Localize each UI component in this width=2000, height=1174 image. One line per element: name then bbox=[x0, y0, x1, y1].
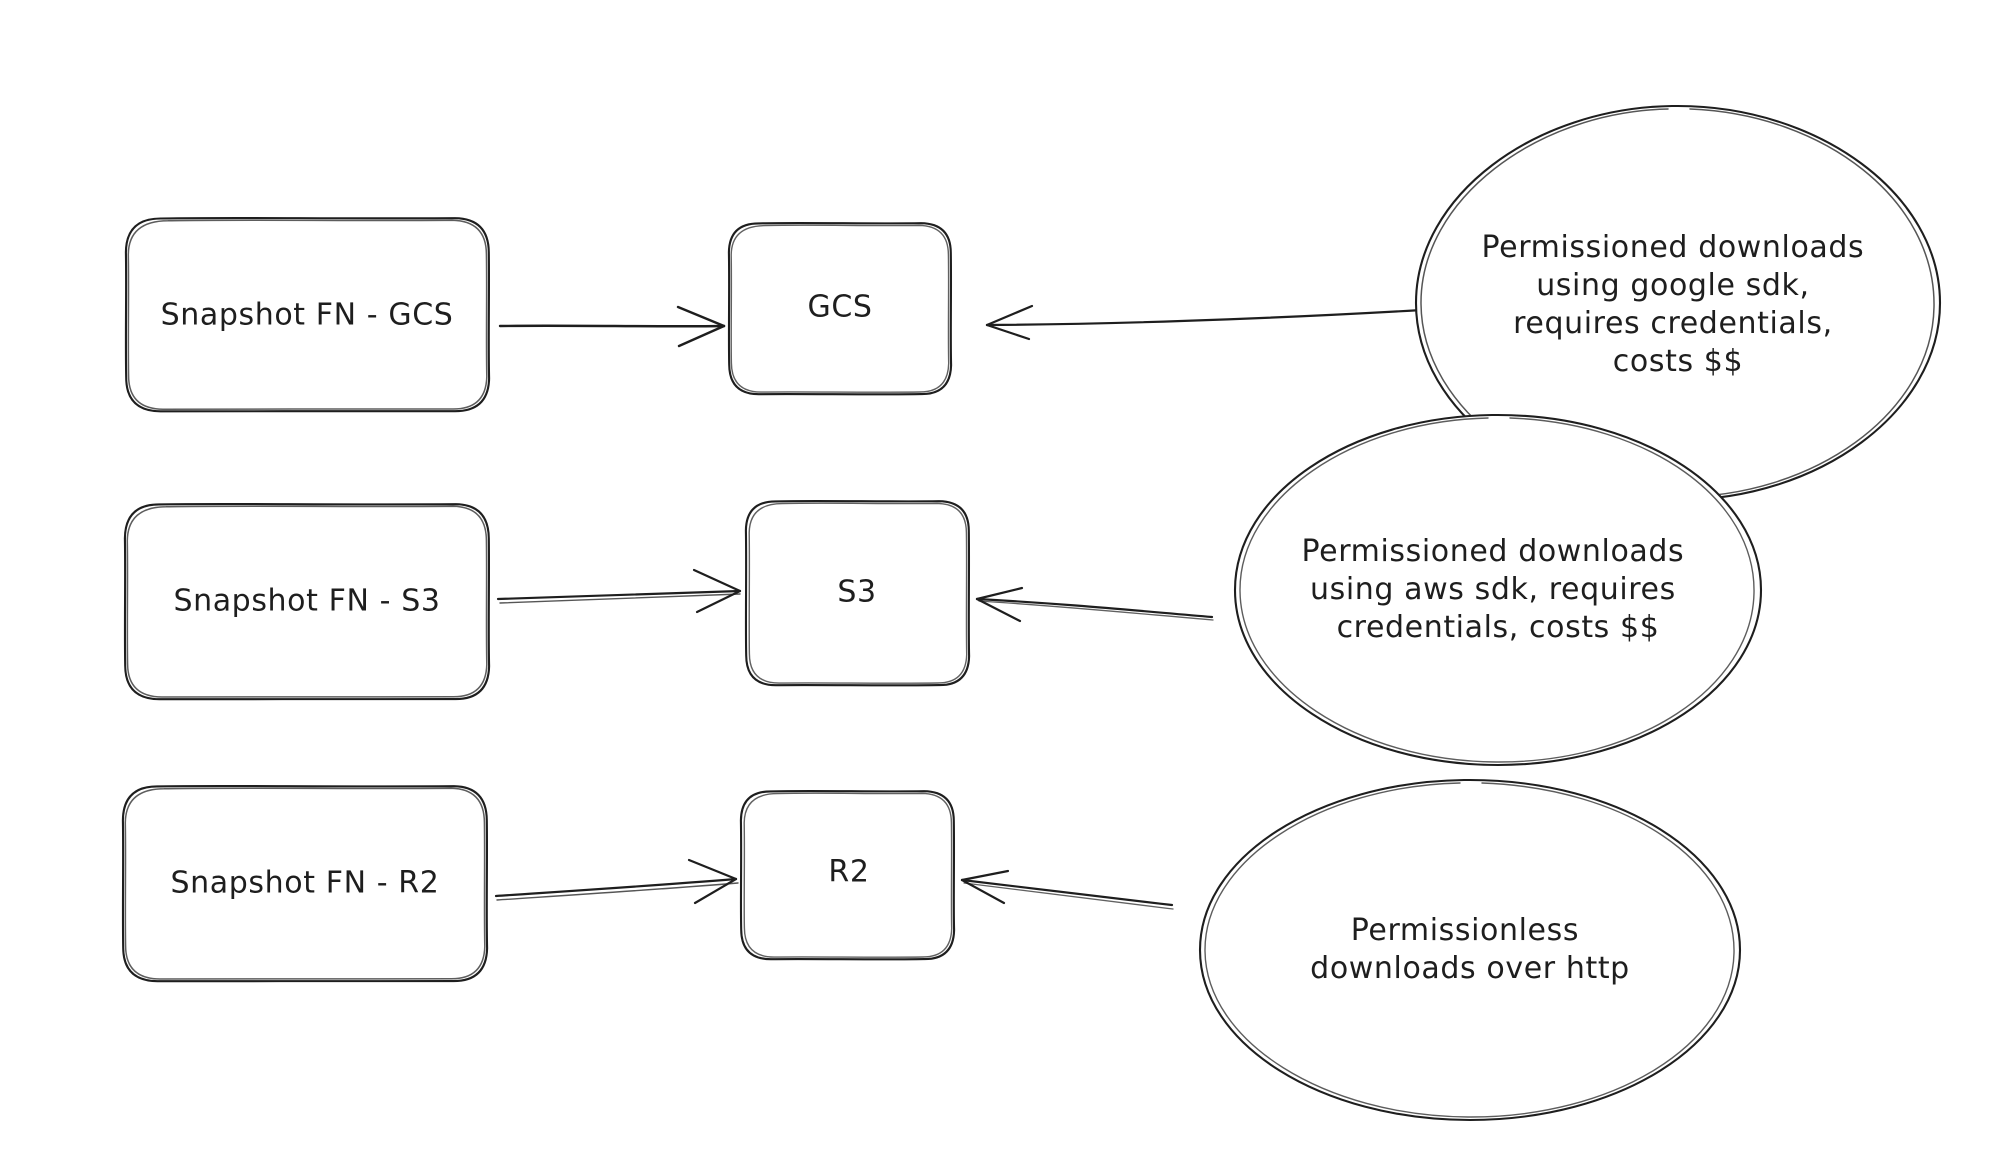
edge-snapshot-gcs-to-gcs[interactable] bbox=[498, 305, 726, 348]
node-gcs[interactable]: GCS bbox=[727, 221, 953, 396]
node-snapshot-fn-gcs[interactable]: Snapshot FN - GCS bbox=[124, 216, 491, 413]
edge-note-r2-to-r2[interactable] bbox=[960, 869, 1174, 910]
edge-snapshot-r2-to-r2[interactable] bbox=[494, 858, 739, 905]
note-label-r2: Permissionless downloads over http bbox=[1310, 913, 1630, 986]
note-label-gcs: Permissioned downloads using google sdk,… bbox=[1482, 230, 1875, 379]
edge-note-gcs-to-gcs[interactable] bbox=[985, 304, 1424, 341]
node-label-gcs: GCS bbox=[807, 290, 872, 325]
node-s3[interactable]: S3 bbox=[744, 499, 971, 687]
note-s3[interactable]: Permissioned downloads using aws sdk, re… bbox=[1233, 413, 1763, 767]
note-r2[interactable]: Permissionless downloads over http bbox=[1198, 778, 1742, 1122]
node-label-snapshot-fn-s3: Snapshot FN - S3 bbox=[173, 584, 440, 619]
edge-snapshot-s3-to-s3[interactable] bbox=[496, 568, 742, 614]
node-r2[interactable]: R2 bbox=[739, 789, 956, 961]
node-label-snapshot-fn-r2: Snapshot FN - R2 bbox=[171, 866, 440, 901]
edge-note-s3-to-s3[interactable] bbox=[975, 586, 1214, 623]
node-label-snapshot-fn-gcs: Snapshot FN - GCS bbox=[161, 298, 454, 333]
node-snapshot-fn-r2[interactable]: Snapshot FN - R2 bbox=[121, 784, 489, 983]
note-gcs[interactable]: Permissioned downloads using google sdk,… bbox=[1414, 104, 1942, 502]
node-label-s3: S3 bbox=[837, 575, 876, 610]
note-label-s3: Permissioned downloads using aws sdk, re… bbox=[1302, 534, 1695, 645]
node-snapshot-fn-s3[interactable]: Snapshot FN - S3 bbox=[123, 502, 491, 701]
node-label-r2: R2 bbox=[828, 855, 869, 890]
